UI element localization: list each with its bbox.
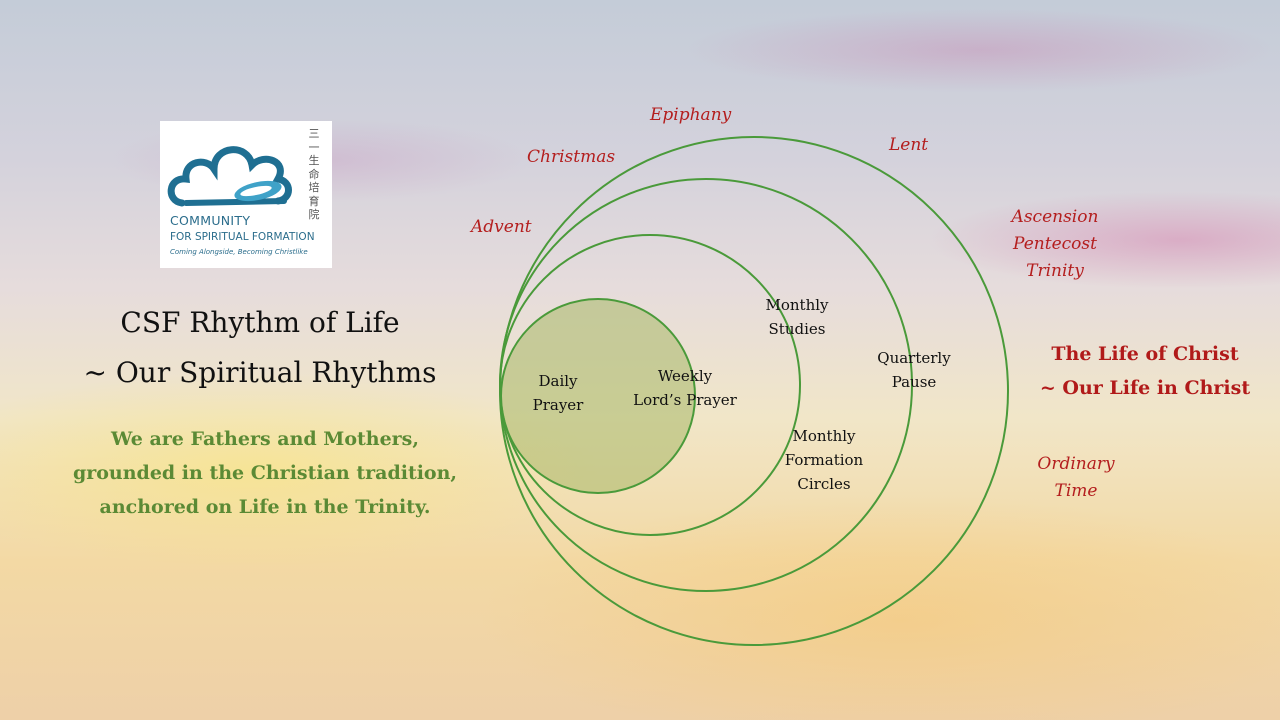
ordinary-line1: Ordinary	[1037, 454, 1115, 474]
zh-char: 三	[308, 127, 320, 140]
monthly-studies-line2: Studies	[768, 320, 826, 338]
season-ascension-group: Ascension Pentecost Trinity	[1000, 204, 1110, 285]
season-advent: Advent	[471, 217, 532, 237]
formation-line2: Formation	[784, 451, 864, 469]
circle-monthly-studies	[499, 234, 801, 536]
chinese-name: 三 一 生 命 培 育 院	[306, 127, 322, 222]
rhythm-monthly-formation-circles: Monthly Formation Circles	[774, 424, 874, 496]
intro-line1: We are Fathers and Mothers,	[110, 428, 419, 450]
ordinary-line2: Time	[1054, 481, 1098, 501]
rhythm-monthly-studies: Monthly Studies	[752, 293, 842, 341]
season-trinity: Trinity	[1026, 261, 1084, 281]
zh-char: 一	[308, 140, 320, 154]
logo-name-line1: COMMUNITY	[170, 213, 251, 228]
cloud-logo-icon	[167, 146, 292, 207]
season-lent: Lent	[889, 135, 929, 155]
weekly-line1: Weekly	[657, 367, 713, 385]
daily-line2: Prayer	[532, 396, 584, 414]
circle-daily-weekly	[500, 298, 696, 494]
rhythm-weekly-lords-prayer: Weekly Lord’s Prayer	[620, 364, 750, 412]
title-line2: ~ Our Spiritual Rhythms	[83, 356, 437, 389]
formation-line3: Circles	[797, 475, 851, 493]
life-line1: The Life of Christ	[1051, 343, 1239, 365]
zh-char: 育	[308, 194, 320, 208]
life-of-christ-heading: The Life of Christ ~ Our Life in Christ	[1030, 337, 1260, 405]
csf-logo: 三 一 生 命 培 育 院 COMMUNITY FOR SPIRITUAL FO…	[160, 121, 332, 268]
season-ordinary-time: Ordinary Time	[1026, 451, 1126, 505]
weekly-line2: Lord’s Prayer	[633, 391, 737, 409]
life-line2: ~ Our Life in Christ	[1039, 377, 1251, 399]
logo-tagline: Coming Alongside, Becoming Christlike	[170, 248, 308, 256]
zh-char: 命	[308, 167, 320, 181]
zh-char: 培	[308, 181, 320, 194]
rhythm-daily-prayer: Daily Prayer	[518, 369, 598, 417]
intro-line2: grounded in the Christian tradition,	[72, 462, 458, 484]
title-line1: CSF Rhythm of Life	[120, 306, 400, 339]
formation-line1: Monthly	[792, 427, 856, 445]
quarterly-line2: Pause	[891, 373, 937, 391]
intro-line3: anchored on Life in the Trinity.	[99, 496, 431, 518]
quarterly-line1: Quarterly	[877, 349, 951, 367]
zh-char: 生	[308, 154, 320, 167]
season-pentecost: Pentecost	[1013, 234, 1097, 254]
daily-line1: Daily	[538, 372, 578, 390]
rhythm-quarterly-pause: Quarterly Pause	[864, 346, 964, 394]
page-title: CSF Rhythm of Life ~ Our Spiritual Rhyth…	[60, 298, 460, 398]
season-christmas: Christmas	[527, 147, 616, 167]
monthly-studies-line1: Monthly	[765, 296, 829, 314]
season-ascension: Ascension	[1011, 207, 1099, 227]
season-epiphany: Epiphany	[650, 105, 732, 125]
zh-char: 院	[308, 208, 320, 221]
identity-statement: We are Fathers and Mothers, grounded in …	[40, 422, 490, 524]
logo-name-line2: FOR SPIRITUAL FORMATION	[170, 231, 315, 243]
